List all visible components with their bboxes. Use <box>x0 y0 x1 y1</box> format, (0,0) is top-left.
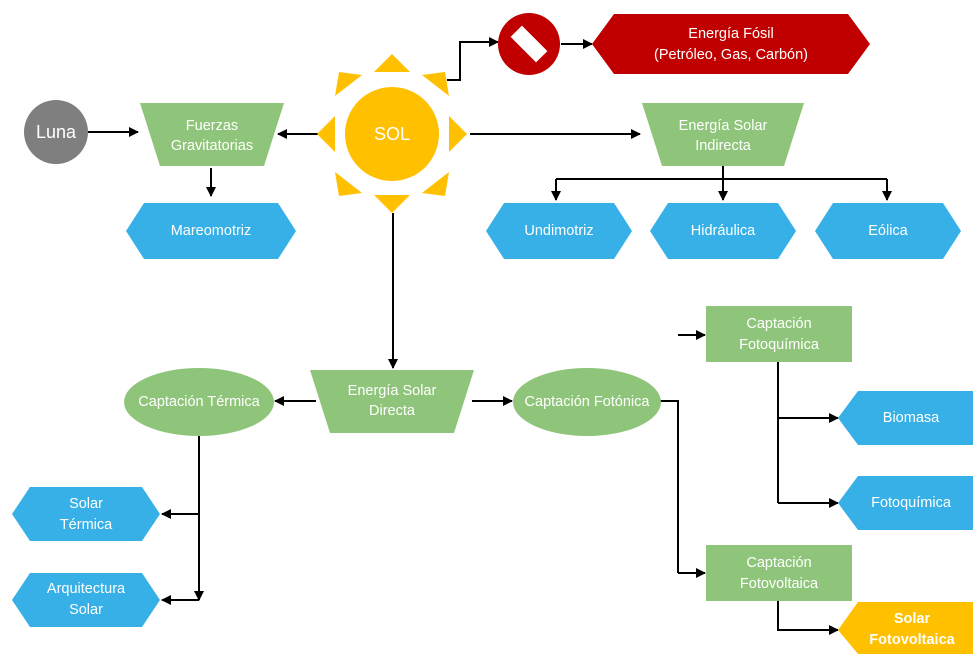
ellipse-shape <box>513 368 661 436</box>
rect-shape <box>706 545 852 601</box>
prohibited-icon <box>498 13 560 75</box>
fosil-label-line2: (Petróleo, Gas, Carbón) <box>654 47 808 63</box>
connectors <box>88 37 892 635</box>
hexagon-shape <box>838 391 973 445</box>
fuerzas-label-line1: Fuerzas <box>186 118 238 134</box>
captacion-termica-label: Captación Térmica <box>138 394 260 410</box>
arquitectura-solar-node[interactable]: Arquitectura Solar <box>12 573 160 627</box>
hidraulica-label: Hidráulica <box>691 223 756 239</box>
hexagon-shape <box>838 602 973 654</box>
directa-label-line2: Directa <box>369 403 416 419</box>
sun-node[interactable]: SOL <box>317 54 467 213</box>
indirecta-label-line1: Energía Solar <box>679 118 768 134</box>
arrow-to-solar-fotovoltaica <box>777 599 839 635</box>
sun-icon <box>317 54 467 213</box>
energia-fosil-node[interactable]: Energía Fósil (Petróleo, Gas, Carbón) <box>592 14 870 74</box>
connector-fotonica-split <box>660 400 679 573</box>
hexagon-shape <box>815 203 961 259</box>
fosil-label-line1: Energía Fósil <box>688 26 773 42</box>
mareomotriz-label: Mareomotriz <box>171 223 252 239</box>
captacion-fotoquimica-node[interactable]: Captación Fotoquímica <box>706 306 852 362</box>
trapezoid-shape <box>310 370 474 433</box>
solar-termica-node[interactable]: Solar Térmica <box>12 487 160 541</box>
hexagon-shape <box>12 573 160 627</box>
undimotriz-label: Undimotriz <box>524 223 593 239</box>
arquitectura-solar-label-line2: Solar <box>69 602 103 618</box>
biomasa-node[interactable]: Biomasa <box>838 391 973 445</box>
sun-label: SOL <box>374 124 410 144</box>
rect-shape <box>706 306 852 362</box>
mareomotriz-node[interactable]: Mareomotriz <box>126 203 296 259</box>
indirecta-label-line2: Indirecta <box>695 138 752 154</box>
solar-fotovoltaica-node[interactable]: Solar Fotovoltaica <box>838 602 973 654</box>
fuerzas-label-line2: Gravitatorias <box>171 138 253 154</box>
captacion-fotonica-node[interactable]: Captación Fotónica <box>513 368 661 436</box>
directa-label-line1: Energía Solar <box>348 383 437 399</box>
captacion-fotoquimica-label-line2: Fotoquímica <box>739 337 820 353</box>
fuerzas-gravitatorias-node[interactable]: Fuerzas Gravitatorias <box>140 103 284 166</box>
eolica-node[interactable]: Eólica <box>815 203 961 259</box>
ellipse-shape <box>124 368 274 436</box>
energia-solar-directa-node[interactable]: Energía Solar Directa <box>310 370 474 433</box>
moon-circle <box>24 100 88 164</box>
biomasa-label: Biomasa <box>883 410 940 426</box>
eolica-label: Eólica <box>868 223 908 239</box>
captacion-fotovoltaica-node[interactable]: Captación Fotovoltaica <box>706 545 852 601</box>
moon-node[interactable]: Luna <box>24 100 88 164</box>
solar-termica-label-line1: Solar <box>69 496 103 512</box>
solar-fotovoltaica-label-line2: Fotovoltaica <box>869 632 955 648</box>
captacion-fotonica-label: Captación Fotónica <box>525 394 651 410</box>
captacion-fotovoltaica-label-line1: Captación <box>746 555 811 571</box>
captacion-fotovoltaica-label-line2: Fotovoltaica <box>740 576 819 592</box>
arquitectura-solar-label-line1: Arquitectura <box>47 581 126 597</box>
connector-indirecta-split <box>556 166 887 180</box>
hexagon-shape <box>592 14 870 74</box>
trapezoid-shape <box>140 103 284 166</box>
hexagon-shape <box>12 487 160 541</box>
hidraulica-node[interactable]: Hidráulica <box>650 203 796 259</box>
trapezoid-shape <box>642 103 804 166</box>
solar-fotovoltaica-label-line1: Solar <box>894 611 931 627</box>
energia-solar-indirecta-node[interactable]: Energía Solar Indirecta <box>642 103 804 166</box>
arrow-sol-to-prohibited <box>447 37 499 81</box>
hexagon-shape <box>126 203 296 259</box>
moon-label: Luna <box>36 122 77 142</box>
hexagon-shape <box>486 203 632 259</box>
captacion-fotoquimica-label-line1: Captación <box>746 316 811 332</box>
fotoquimica-label: Fotoquímica <box>871 495 952 511</box>
hexagon-shape <box>650 203 796 259</box>
captacion-termica-node[interactable]: Captación Térmica <box>124 368 274 436</box>
hexagon-shape <box>838 476 973 530</box>
solar-termica-label-line2: Térmica <box>60 517 113 533</box>
undimotriz-node[interactable]: Undimotriz <box>486 203 632 259</box>
fotoquimica-node[interactable]: Fotoquímica <box>838 476 973 530</box>
